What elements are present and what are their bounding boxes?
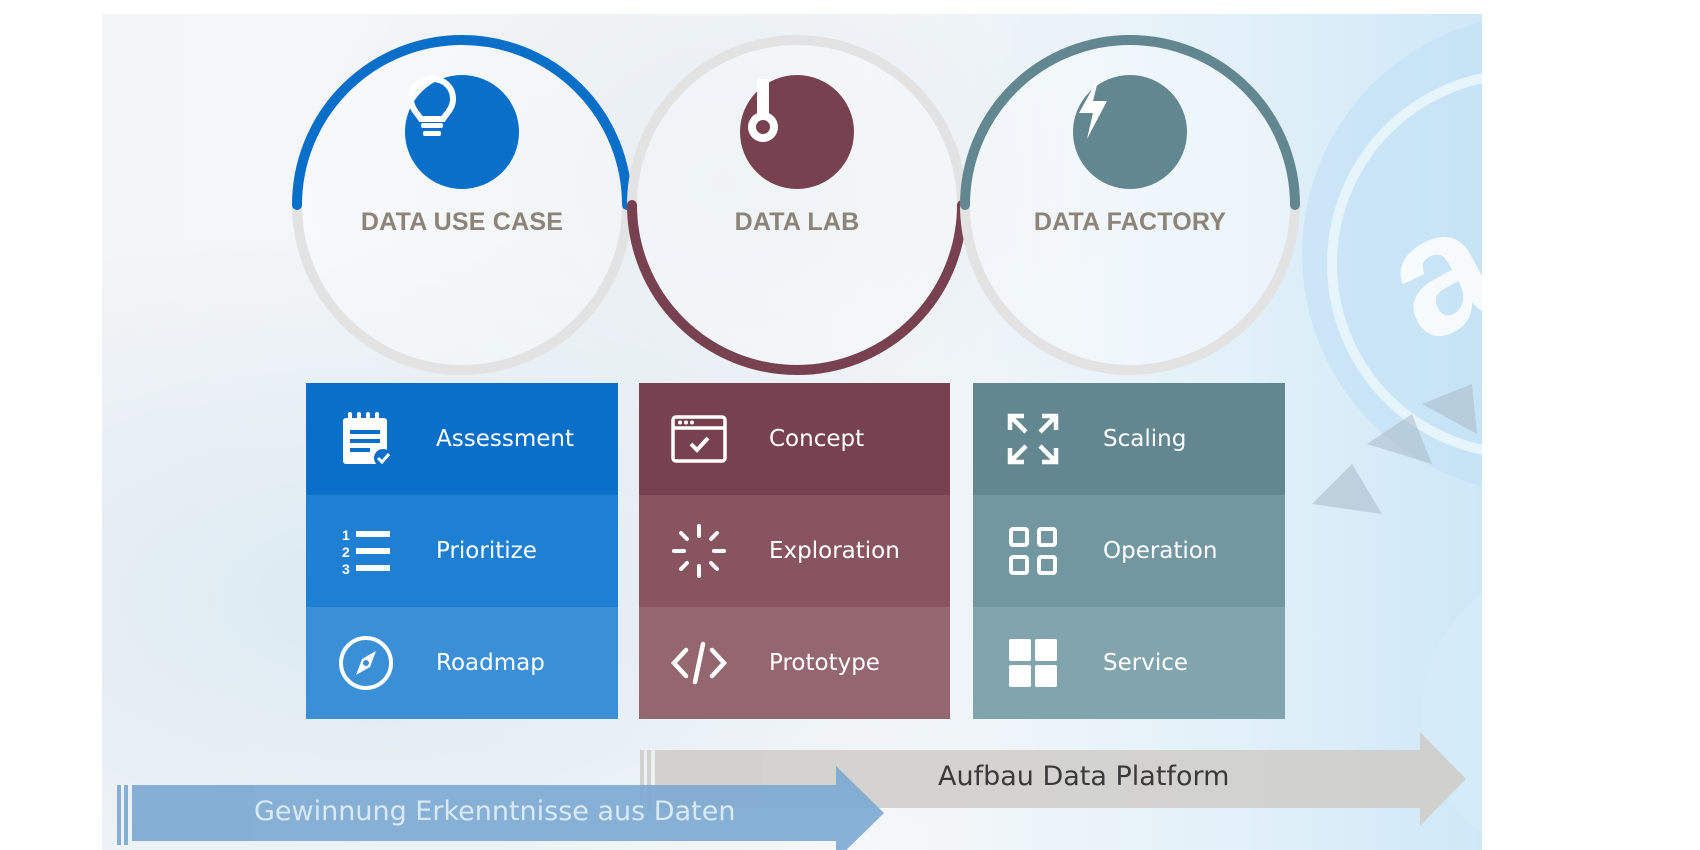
list-item-label: Exploration — [769, 538, 900, 564]
stage-title: DATA USE CASE — [360, 208, 564, 236]
insights-arrow — [117, 766, 884, 850]
lightbulb-icon — [407, 75, 457, 136]
insights-arrow-label: Gewinnung Erkenntnisse aus Daten — [254, 796, 736, 827]
browser-check-icon — [655, 414, 743, 464]
use-case-column: Assessment 1 2 3 Prioritize Roadmap — [306, 383, 618, 719]
stage-circle-lab: DATA LAB — [627, 30, 967, 380]
list-item-label: Prototype — [769, 650, 880, 676]
thermometer-icon — [748, 79, 778, 142]
svg-text:3: 3 — [342, 561, 350, 577]
grid-outline-icon — [989, 525, 1077, 577]
list-item-concept[interactable]: Concept — [639, 383, 950, 495]
spinner-icon — [655, 522, 743, 580]
badge-factory — [1073, 75, 1187, 189]
list-item-operation[interactable]: Operation — [973, 495, 1285, 607]
list-item-label: Concept — [769, 426, 865, 452]
lightning-icon — [1079, 77, 1107, 139]
lab-column: Concept Exploration Prototype — [639, 383, 950, 719]
stage-title: DATA FACTORY — [1033, 208, 1227, 236]
list-item-label: Assessment — [436, 426, 574, 452]
list-item-scaling[interactable]: Scaling — [973, 383, 1285, 495]
stage-circle-factory: DATA FACTORY — [960, 30, 1300, 380]
list-item-label: Prioritize — [436, 538, 537, 564]
list-item-label: Roadmap — [436, 650, 545, 676]
code-icon — [655, 640, 743, 686]
badge-lab — [740, 75, 854, 189]
numbered-list-icon: 1 2 3 — [322, 525, 410, 577]
list-item-label: Service — [1103, 650, 1189, 676]
list-item-service[interactable]: Service — [973, 607, 1285, 719]
list-item-label: Operation — [1103, 538, 1218, 564]
svg-text:2: 2 — [342, 544, 350, 560]
list-item-prototype[interactable]: Prototype — [639, 607, 950, 719]
compass-icon — [322, 635, 410, 691]
list-item-exploration[interactable]: Exploration — [639, 495, 950, 607]
platform-arrow-label: Aufbau Data Platform — [938, 761, 1230, 792]
progress-ring-factory — [960, 35, 1300, 375]
svg-text:1: 1 — [342, 527, 350, 543]
list-item-roadmap[interactable]: Roadmap — [306, 607, 618, 719]
expand-arrows-icon — [989, 412, 1077, 466]
list-item-label: Scaling — [1103, 426, 1187, 452]
stage-title: DATA LAB — [734, 208, 860, 236]
clipboard-check-icon — [322, 410, 410, 468]
badge-use-case — [405, 75, 519, 189]
grid-filled-icon — [989, 637, 1077, 689]
factory-column: Scaling Operation Service — [973, 383, 1285, 719]
gear-watermark-icon: a — [1302, 21, 1482, 834]
list-item-prioritize[interactable]: 1 2 3 Prioritize — [306, 495, 618, 607]
list-item-assessment[interactable]: Assessment — [306, 383, 618, 495]
